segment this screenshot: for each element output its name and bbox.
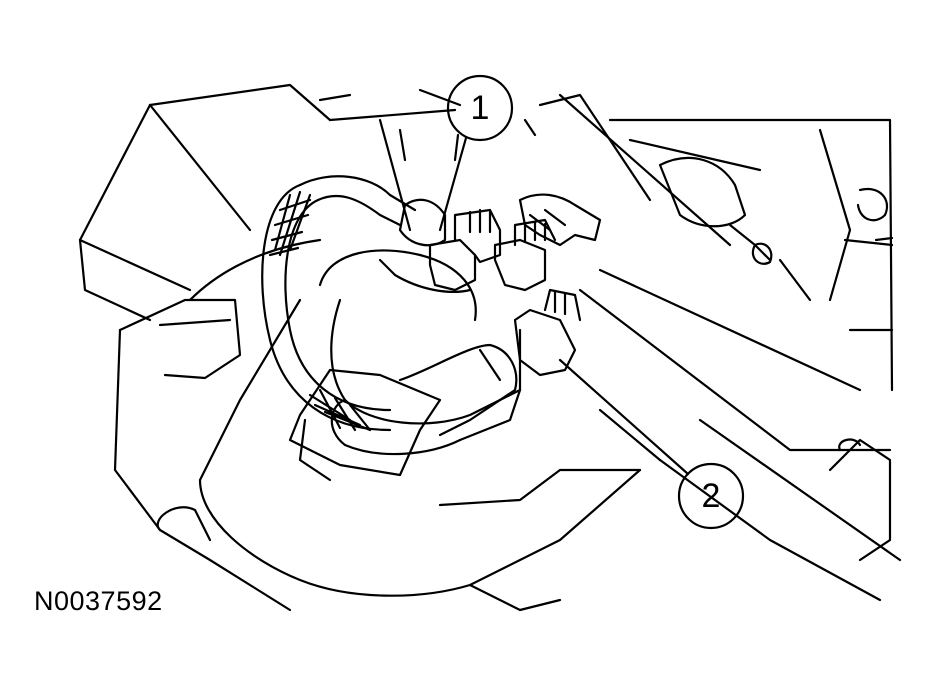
callout-1-circle <box>446 74 514 142</box>
callout-1-label: 1 <box>471 89 490 127</box>
callout-1-group <box>438 74 514 232</box>
callout-2-circle <box>677 462 745 530</box>
housing-body <box>188 238 662 612</box>
reference-code: N0037592 <box>34 586 163 616</box>
callout-2-label: 2 <box>702 477 721 515</box>
fittings <box>398 193 602 377</box>
fuel-hose <box>261 175 417 432</box>
callout-2-group <box>558 358 745 530</box>
clamp-bracket <box>288 343 518 477</box>
callout-2-leader <box>558 358 690 476</box>
callout-1-leader <box>438 136 468 232</box>
background-structure <box>78 83 902 612</box>
